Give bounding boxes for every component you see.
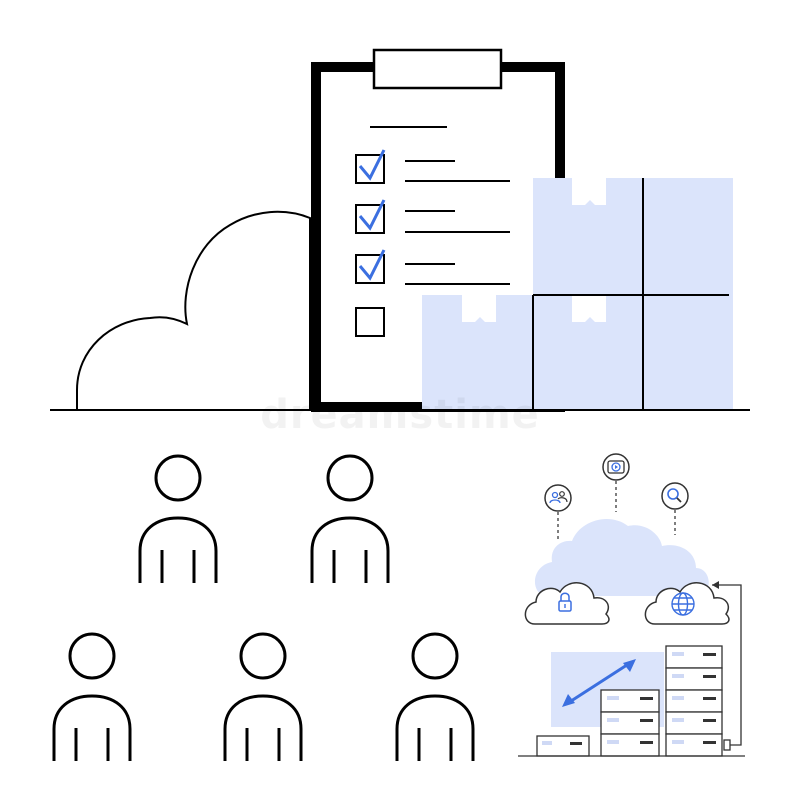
checkmark-icon (358, 149, 386, 181)
empty-checkbox-icon (355, 307, 385, 337)
checkmark-icon (358, 249, 386, 281)
diagonal-double-arrow-icon (562, 659, 636, 707)
server-icon (665, 645, 731, 757)
people-group (52, 454, 475, 761)
search-icon (661, 482, 689, 510)
cloud-icon (534, 518, 709, 596)
cloud-outline-icon (524, 582, 610, 625)
checklist-item-2 (355, 199, 510, 234)
cloud-network (518, 453, 745, 757)
person-icon (310, 454, 390, 583)
connector-arrow (712, 584, 742, 746)
checklist (355, 149, 510, 337)
checkmark-icon (358, 199, 386, 231)
lock-icon (558, 592, 572, 612)
users-icon (544, 484, 572, 512)
person-icon (223, 632, 303, 761)
person-icon (138, 454, 218, 583)
person-icon (395, 632, 475, 761)
checklist-item-3 (355, 249, 510, 285)
checklist-item-4 (355, 307, 385, 337)
cardboard-boxes (422, 178, 733, 410)
server-icon (536, 735, 590, 757)
play-icon (602, 453, 630, 481)
server-icon (600, 689, 660, 757)
globe-icon (671, 592, 695, 616)
cloud-outline-icon (76, 210, 311, 410)
person-icon (52, 632, 132, 761)
checklist-item-1 (355, 149, 510, 184)
